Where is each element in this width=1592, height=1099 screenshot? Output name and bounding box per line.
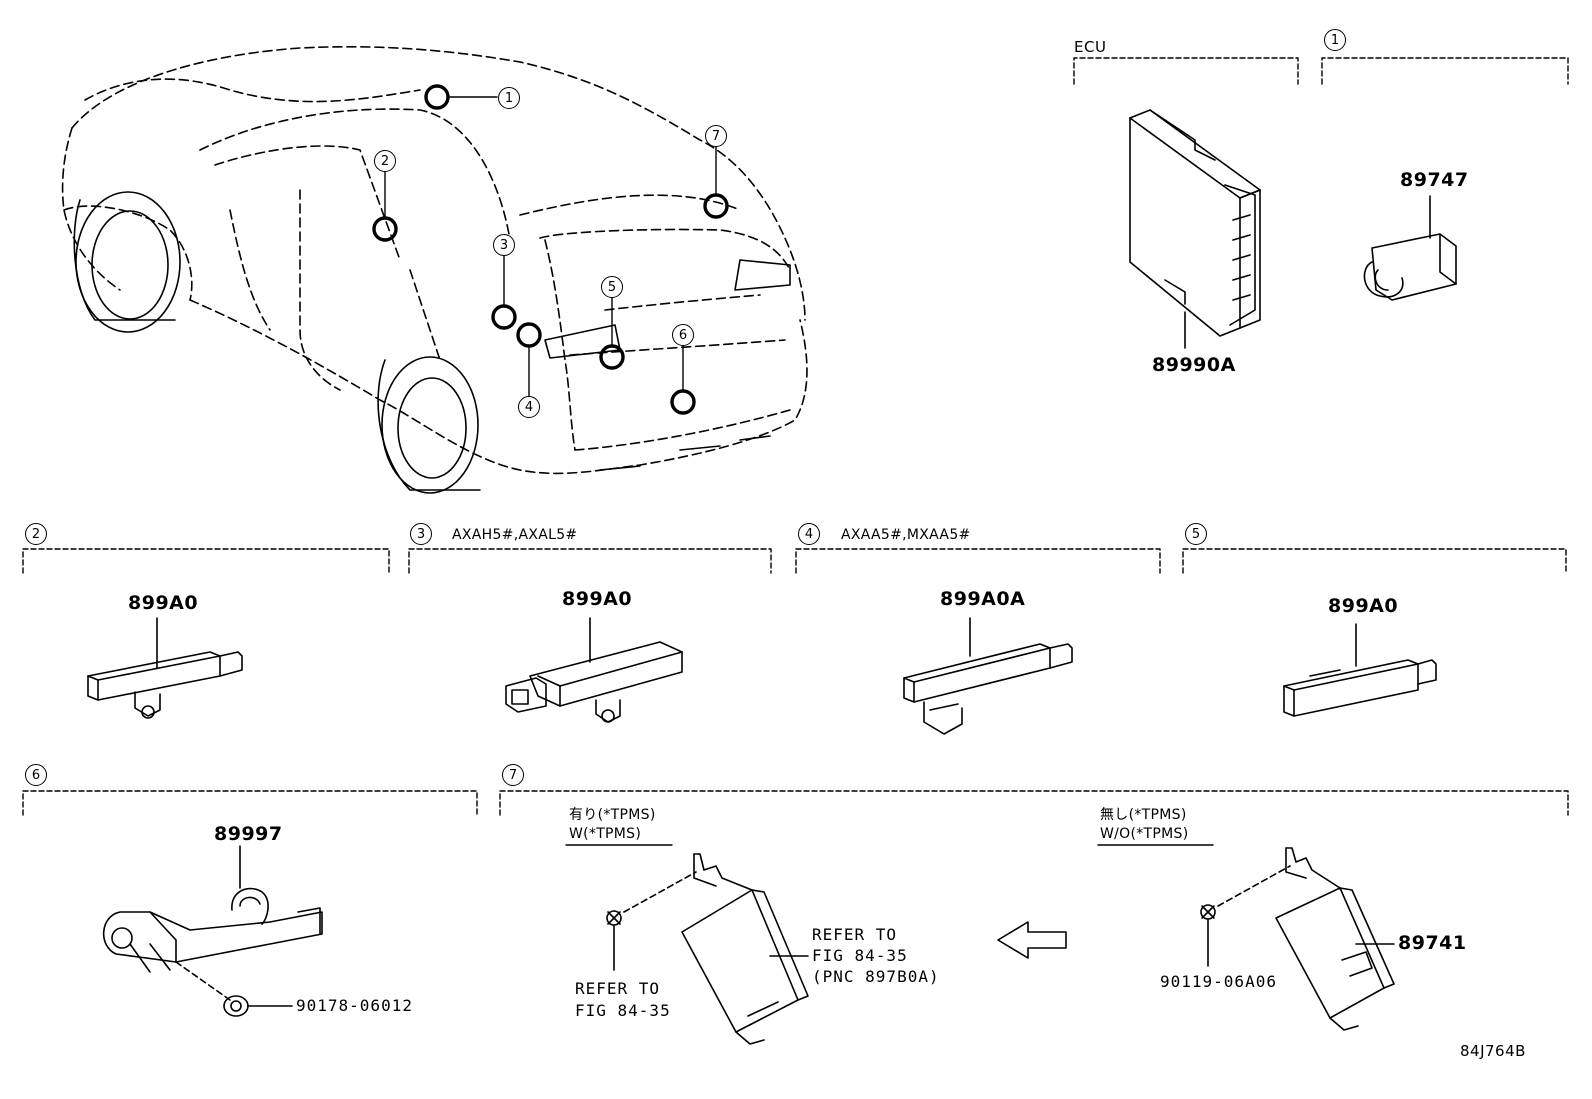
part-899a0-sec5-label: 899A0 [1328,595,1399,617]
bolt-90119-06a06-label: 90119-06A06 [1160,972,1277,991]
vehicle-callout-7: 7 [705,125,727,147]
section-3-model-note: AXAH5#,AXAL5# [452,527,578,543]
without-tpms-en: W/O(*TPMS) [1100,826,1189,842]
without-tpms-jp: 無し(*TPMS) [1100,807,1187,823]
part-89997-drawing [102,845,323,1017]
with-tpms-jp: 有り(*TPMS) [569,807,656,823]
part-899a0-sec3-drawing [505,617,683,723]
part-899a0-sec2-label: 899A0 [128,592,199,614]
ecu-module-drawing [1129,109,1261,349]
vehicle-callout-2: 2 [374,150,396,172]
clip-90178-06012-label: 90178-06012 [296,996,413,1015]
part-899a0-sec2-drawing [87,617,243,719]
vehicle-illustration [61,45,808,494]
with-tpms-en: W(*TPMS) [569,826,642,842]
part-89741-drawing [1200,847,1395,1031]
section-5-number: 5 [1185,523,1207,545]
section-brackets [22,57,1569,816]
section-6-number: 6 [25,764,47,786]
part-899a0-sec5-drawing [1283,623,1437,717]
vehicle-callout-5: 5 [601,276,623,298]
vehicle-callout-1: 1 [498,87,520,109]
part-899a0a-sec4-drawing [903,617,1073,735]
vehicle-callout-4: 4 [518,396,540,418]
part-899a0a-sec4-label: 899A0A [940,588,1026,610]
section-2-number: 2 [25,523,47,545]
ecu-part-number: 89990A [1152,354,1236,376]
part-89997-label: 89997 [214,823,283,845]
part-89747-drawing [1363,195,1457,301]
section-4-number: 4 [798,523,820,545]
direction-arrow [997,921,1067,959]
refer-fig-84-35-pnc: REFER TO FIG 84-35 (PNC 897B0A) [812,925,940,986]
part-899a0-sec3-label: 899A0 [562,588,633,610]
part-89747-label: 89747 [1400,169,1469,191]
vehicle-callout-6: 6 [672,324,694,346]
vehicle-callout-markers [372,84,729,415]
vehicle-callout-3: 3 [493,234,515,256]
ecu-section-title: ECU [1074,38,1107,56]
figure-code: 84J764B [1460,1042,1526,1060]
part-tpms-with-drawing [606,853,809,1045]
section-4-model-note: AXAA5#,MXAA5# [841,527,971,543]
section-1-number: 1 [1324,29,1346,51]
vehicle-callout-leaders [384,96,717,397]
section-7-number: 7 [502,764,524,786]
refer-fig-84-35-left: REFER TO FIG 84-35 [575,979,671,1020]
section-3-number: 3 [410,523,432,545]
part-89741-label: 89741 [1398,932,1467,954]
